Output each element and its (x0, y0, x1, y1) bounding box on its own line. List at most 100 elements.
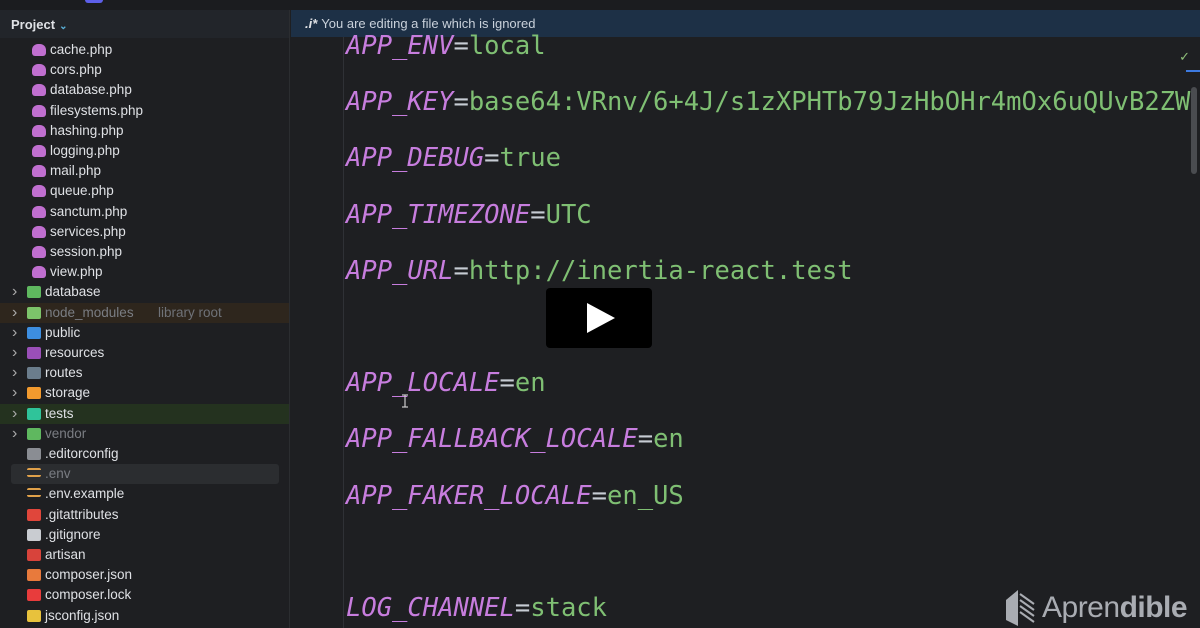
tree-item-label: composer.json (45, 567, 133, 583)
env-value: en (653, 424, 684, 455)
project-title: Project (11, 17, 56, 32)
php-file-icon (32, 124, 46, 137)
title-bar (0, 0, 1200, 10)
tree-item[interactable]: artisan (0, 545, 289, 565)
tree-item[interactable]: › database (0, 282, 289, 302)
tree-item[interactable]: queue.php (0, 181, 289, 201)
tree-item-label: storage (45, 385, 91, 401)
folder-icon (27, 347, 41, 359)
tree-item[interactable]: .env.example (0, 484, 289, 504)
tree-item-label: node_modules (45, 304, 134, 320)
env-key: LOG_CHANNEL (346, 593, 515, 623)
tree-item[interactable]: ›tests (0, 403, 289, 424)
equals-sign: = (637, 424, 654, 455)
tree-item-label: session.php (50, 244, 123, 259)
tree-item-label: sanctum.php (50, 203, 128, 219)
php-file-icon (32, 266, 46, 279)
chevron-right-icon[interactable]: › (12, 384, 18, 402)
chevron-down-icon: ⌄ (59, 21, 68, 32)
file-icon (27, 528, 41, 541)
tree-item[interactable]: view.php (0, 262, 289, 282)
code-line: APP_DEBUG=true (346, 143, 561, 173)
tree-item-label: artisan (45, 547, 86, 562)
folder-icon (27, 407, 41, 420)
tree-item[interactable]: logging.php (0, 141, 289, 161)
code-line: APP_FALLBACK_LOCALE=en (346, 424, 684, 454)
play-button[interactable] (546, 288, 652, 348)
tree-item-label: .env (45, 466, 71, 482)
tree-item[interactable]: .gitattributes (0, 505, 289, 525)
code-line: APP_ENV=local (346, 31, 546, 61)
tree-item[interactable]: filesystems.php (0, 101, 289, 121)
tree-item[interactable]: › public (0, 323, 289, 343)
code-line: APP_KEY=base64:VRnv/6+4J/s1zXPHTb79JzHbO… (346, 87, 1190, 117)
tree-item[interactable]: .env (11, 464, 279, 485)
env-key: APP_URL (346, 255, 454, 286)
tree-item-label: database.php (50, 82, 132, 98)
equals-sign: = (453, 31, 469, 61)
tree-item-label: .gitattributes (45, 506, 119, 522)
chevron-right-icon[interactable]: › (12, 364, 18, 382)
tree-item-label: public (45, 324, 81, 340)
file-icon (27, 448, 41, 460)
tree-item-label: vendor (45, 425, 87, 441)
tree-item[interactable]: ›routes (0, 363, 289, 383)
tree-item[interactable]: composer.json (0, 565, 289, 585)
env-value: en_US (607, 480, 684, 511)
tree-item[interactable]: mail.php (0, 161, 289, 181)
php-file-icon (32, 84, 46, 97)
folder-icon (27, 326, 41, 339)
settings-file-icon (27, 488, 41, 498)
env-key: APP_LOCALE (346, 368, 500, 399)
tree-item[interactable]: .editorconfig (0, 444, 289, 464)
chevron-right-icon[interactable]: › (12, 283, 18, 301)
env-key: APP_FALLBACK_LOCALE (346, 424, 638, 455)
tree-item[interactable]: sanctum.php (0, 202, 289, 222)
code-editor[interactable]: .i*You are editing a file which is ignor… (291, 10, 1200, 628)
php-file-icon (32, 104, 46, 117)
chevron-right-icon[interactable]: › (12, 404, 18, 422)
env-value: base64:VRnv/6+4J/s1zXPHTb79JzHbOHr4mOx6u… (468, 87, 1191, 118)
tree-item-label: cors.php (50, 62, 102, 78)
php-file-icon (32, 165, 46, 178)
folder-icon (27, 306, 41, 319)
tree-item[interactable]: › vendor (0, 424, 289, 444)
tree-item[interactable]: database.php (0, 80, 289, 100)
tree-item[interactable]: composer.lock (0, 585, 289, 605)
equals-sign: = (514, 593, 531, 623)
chevron-right-icon[interactable]: › (12, 344, 18, 361)
text-cursor-icon (402, 394, 408, 408)
tree-item[interactable]: jsconfig.json (0, 606, 289, 626)
tree-item-label: cache.php (50, 42, 113, 57)
tree-item[interactable]: › storage (0, 383, 289, 403)
env-value: UTC (545, 199, 592, 230)
tree-item[interactable]: cors.php (0, 60, 289, 80)
tree-item[interactable]: cache.php (0, 40, 289, 60)
logo-text-bold: dible (1119, 591, 1188, 624)
tree-item[interactable]: › resources (0, 343, 289, 363)
tree-item[interactable]: hashing.php (0, 121, 289, 141)
chevron-right-icon[interactable]: › (12, 323, 18, 341)
logo-icon (1006, 590, 1035, 626)
tree-item-label: database (45, 284, 101, 300)
tree-item-label: resources (45, 345, 105, 360)
folder-icon (27, 367, 41, 380)
tree-item-label: filesystems.php (50, 102, 144, 118)
chevron-right-icon[interactable]: › (12, 424, 18, 442)
scrollbar[interactable] (1191, 87, 1197, 174)
project-view-header[interactable]: Project⌄ (0, 10, 289, 38)
equals-sign: = (453, 87, 469, 118)
code-line: APP_LOCALE=en (346, 368, 546, 398)
tree-item[interactable]: .gitignore (0, 525, 289, 545)
tree-item[interactable]: services.php (0, 222, 289, 242)
tree-item-label: .editorconfig (45, 446, 119, 461)
tree-item[interactable]: session.php (0, 242, 289, 262)
check-icon[interactable]: ✓ (1179, 49, 1190, 64)
tree-item-label: .env.example (45, 486, 125, 502)
banner-text: You are editing a file which is ignored (321, 16, 536, 31)
env-key: APP_TIMEZONE (346, 199, 531, 230)
env-value: stack (530, 593, 608, 623)
php-file-icon (32, 246, 46, 258)
chevron-right-icon[interactable]: › (12, 303, 18, 321)
